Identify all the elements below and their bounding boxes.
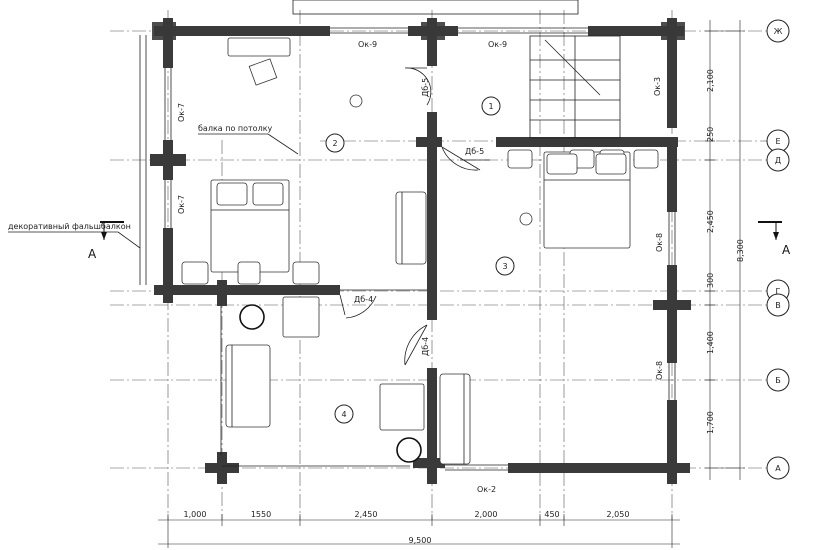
door-label: Дб-5 xyxy=(421,78,430,97)
furniture xyxy=(181,37,659,465)
window-label: Ок-7 xyxy=(177,103,186,122)
dim-label: 1550 xyxy=(251,510,271,519)
dim-label: 250 xyxy=(706,127,715,142)
dim-label: 2,000 xyxy=(475,510,498,519)
window-label: Ок-3 xyxy=(653,77,662,96)
axis-label: Г xyxy=(776,287,781,296)
window-label: Ок-9 xyxy=(358,40,377,49)
dimensions-right: 2,100 250 2,450 300 1,400 1,700 8,300 xyxy=(705,20,745,480)
door-label: Дб-4 xyxy=(421,337,430,356)
axis-label: А xyxy=(775,464,781,473)
axis-label: Д xyxy=(775,156,781,165)
window-label: Ок-7 xyxy=(177,195,186,214)
door-swings xyxy=(339,67,481,366)
axis-label: Ж xyxy=(774,27,783,36)
door-label: Дб-5 xyxy=(465,147,484,156)
axis-label: В xyxy=(775,301,781,310)
section-mark-right: А xyxy=(782,243,791,257)
walls xyxy=(150,18,691,484)
dim-label: 2,450 xyxy=(706,210,715,233)
window-label: Ок-8 xyxy=(655,233,664,252)
dim-total-bottom: 9,500 xyxy=(409,536,432,545)
axis-label: Е xyxy=(775,137,780,146)
beam-note: балка по потолку xyxy=(198,124,273,133)
room-numbers: 1 2 3 4 xyxy=(325,96,515,424)
annotations: балка по потолку декоративный фальшбалко… xyxy=(8,124,791,261)
dim-label: 2,100 xyxy=(706,69,715,92)
dim-label: 2,450 xyxy=(355,510,378,519)
room-1-label: 1 xyxy=(488,102,493,111)
room-4-label: 4 xyxy=(341,410,346,419)
window-label: Ок-9 xyxy=(488,40,507,49)
dim-label: 300 xyxy=(706,273,715,288)
dim-label: 1,000 xyxy=(184,510,207,519)
dim-label: 1,400 xyxy=(706,331,715,354)
axis-bubbles: Ж Е Д Г В Б А xyxy=(766,19,790,480)
dim-label: 450 xyxy=(544,510,559,519)
opening-labels: Ок-9 Ок-9 Ок-7 Ок-7 Ок-3 Ок-8 Ок-8 Ок-2 … xyxy=(177,40,664,494)
dimensions-bottom: 1,000 1550 2,450 2,000 450 2,050 9,500 xyxy=(158,510,680,548)
window-label: Ок-8 xyxy=(655,361,664,380)
balcony-note: декоративный фальшбалкон xyxy=(8,222,131,231)
room-3-label: 3 xyxy=(502,262,507,271)
window-label: Ок-2 xyxy=(477,485,496,494)
dim-label: 1,700 xyxy=(706,411,715,434)
axis-label: Б xyxy=(775,376,781,385)
room-2-label: 2 xyxy=(332,139,337,148)
dim-total-right: 8,300 xyxy=(736,239,745,262)
dim-label: 2,050 xyxy=(607,510,630,519)
outlines xyxy=(139,0,676,471)
door-label: Дб-4 xyxy=(354,295,373,304)
section-mark-left: А xyxy=(88,247,97,261)
